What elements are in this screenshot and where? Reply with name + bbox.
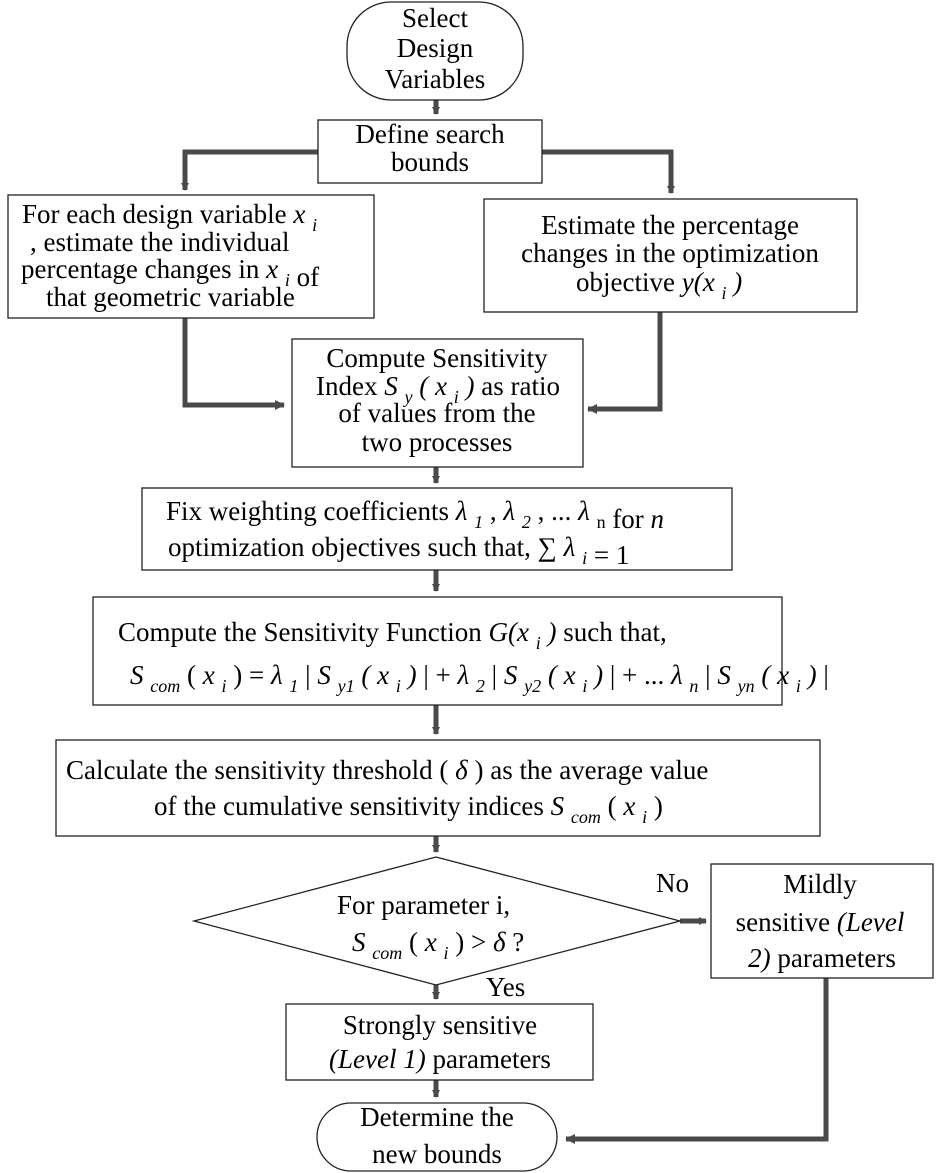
mildly-level-b: 2): [748, 943, 771, 973]
svg-text:For parameter i,: For parameter i,: [337, 890, 510, 920]
strongly-line-1: Strongly sensitive: [343, 1010, 537, 1040]
index-sub-y: y: [402, 387, 412, 407]
decision-line-2: S com ( x i ) > δ ?: [352, 927, 524, 965]
mildly-line-2: sensitive: [736, 907, 831, 937]
node-estimate-objective-changes: Estimate the percentage changes in the o…: [483, 198, 858, 313]
svg-text:2) parameters: 2) parameters: [748, 943, 896, 973]
objective-line-1: Estimate the percentage: [541, 210, 799, 240]
weights-line-1: Fix weighting coefficients: [166, 496, 449, 526]
individual-line3-i: i: [285, 270, 290, 290]
node-calculate-threshold: Calculate the sensitivity threshold ( δ …: [55, 739, 821, 837]
function-line-1: Compute the Sensitivity Function: [118, 617, 482, 647]
svg-text:of the cumulative sensitivity: of the cumulative sensitivity indices S …: [154, 791, 663, 829]
svg-text:Compute the Sensitivity Functi: Compute the Sensitivity Function G(x i )…: [118, 617, 667, 655]
svg-text:Compute Sensitivity: Compute Sensitivity: [326, 343, 548, 373]
arrow-objective-to-compute: [587, 312, 663, 414]
svg-text:of values from the: of values from the: [338, 398, 535, 428]
svg-text:Determine the: Determine the: [360, 1102, 514, 1132]
individual-line-3: percentage changes in: [21, 254, 260, 284]
individual-line-2: , estimate the individual: [30, 227, 289, 257]
objective-line-2: changes in the optimization: [521, 238, 819, 268]
mildly-line-3: parameters: [777, 943, 895, 973]
svg-text:Select: Select: [402, 3, 468, 33]
mildly-line-1: Mildly: [783, 869, 857, 899]
svg-text:Estimate the percentage: Estimate the percentage: [541, 210, 799, 240]
svg-text:(Level 1) parame: (Level 1) parameters: [329, 1044, 551, 1074]
node-select-design-variables: Select Design Variables: [346, 1, 524, 101]
connectors: [181, 100, 829, 1144]
define-line-1: Define search: [355, 119, 505, 149]
determine-line-1: Determine the: [360, 1102, 514, 1132]
svg-text:objective y(x: objective y(x i ): [576, 267, 742, 305]
svg-text:optimization objectives such t: optimization objectives such that, ∑ λ i…: [168, 532, 629, 570]
individual-line-1: For each design variable: [22, 199, 287, 229]
index-x: x: [434, 371, 447, 401]
strongly-line-2: parameters: [433, 1044, 551, 1074]
node-compute-sensitivity-function: Compute the Sensitivity Function G(x i )…: [92, 596, 829, 706]
threshold-line-2: of the cumulative sensitivity indices: [154, 791, 544, 821]
svg-text:For each design variable: For each design variable x i: [22, 199, 317, 235]
index-line-2-b: as ratio: [481, 371, 560, 401]
svg-text:Variables: Variables: [385, 64, 485, 94]
individual-line3-x: x: [265, 254, 278, 284]
svg-text:Index S y: Index S y ( x i ) as ratio: [316, 371, 560, 409]
node-define-search-bounds: Define search bounds: [317, 119, 543, 184]
node-strongly-sensitive: Strongly sensitive (Level 1) parameters: [285, 1003, 594, 1081]
index-line-1: Compute Sensitivity: [326, 343, 548, 373]
svg-text:changes in the optimization: changes in the optimization: [521, 238, 819, 268]
threshold-line-1-a: Calculate the sensitivity threshold (: [66, 755, 448, 785]
node-fix-weighting-coefficients: Fix weighting coefficients λ 1 , λ 2 , .…: [141, 487, 733, 571]
individual-line3-of: of: [297, 262, 320, 292]
svg-text:Mildly: Mildly: [783, 869, 857, 899]
define-line-2: bounds: [391, 147, 469, 177]
label-yes: Yes: [486, 972, 525, 1002]
node-mildly-sensitive: Mildly sensitive (Level 2) parameters: [710, 863, 934, 979]
objective-math-y: y(x: [679, 267, 715, 297]
node-compute-sensitivity-index: Compute Sensitivity Index S y ( x i ) as…: [291, 338, 584, 468]
svg-text:Fix weighting coefficients: Fix weighting coefficients λ 1 , λ 2 , .…: [166, 496, 664, 534]
select-line-2: Design: [397, 33, 474, 63]
arrow-define-to-objective: [542, 149, 675, 194]
objective-line-3: objective: [576, 267, 675, 297]
individual-var-i: i: [312, 215, 317, 235]
svg-text:percentage changes in: percentage changes in x i of: [21, 254, 319, 292]
label-no: No: [656, 868, 689, 898]
node-decision-parameter: For parameter i, S com ( x i ) > δ ?: [191, 856, 683, 986]
node-estimate-individual-changes: For each design variable x i , estimate …: [7, 194, 375, 319]
strongly-level: (Level 1): [329, 1044, 426, 1074]
mildly-level-a: (Level: [837, 907, 904, 937]
svg-text:Design: Design: [397, 33, 474, 63]
individual-var-x: x: [292, 199, 305, 229]
svg-text:Calculate the sensitivity thre: Calculate the sensitivity threshold ( δ …: [66, 755, 708, 785]
svg-text:Strongly sensitive: Strongly sensitive: [343, 1010, 537, 1040]
index-line-4: two processes: [362, 427, 513, 457]
weights-line-2: optimization objectives such that,: [168, 532, 531, 562]
index-line-3: of values from the: [338, 398, 535, 428]
individual-line-4: that geometric variable: [46, 282, 295, 312]
arrow-individual-to-compute: [182, 318, 285, 410]
index-line-2-a: Index: [316, 371, 378, 401]
objective-math-i: i: [721, 283, 726, 303]
arrow-define-to-individual: [181, 149, 318, 191]
node-determine-new-bounds: Determine the new bounds: [316, 1102, 558, 1172]
select-line-3: Variables: [385, 64, 485, 94]
svg-text:, estimate the individual: , estimate the individual: [30, 227, 289, 257]
arrow-mildly-to-determine: [565, 978, 829, 1144]
function-formula: S com ( x i ) = λ 1 | S y1 ( x i ) | + λ…: [130, 660, 829, 698]
svg-text:Define search: Define search: [355, 119, 505, 149]
select-line-1: Select: [402, 3, 468, 33]
svg-text:new bounds: new bounds: [372, 1139, 502, 1169]
index-sub-i: i: [454, 387, 459, 407]
svg-text:that geometric variable: that geometric variable: [46, 282, 295, 312]
determine-line-2: new bounds: [372, 1139, 502, 1169]
svg-text:sensitive (Level: sensitive (Level: [736, 907, 905, 937]
threshold-line-1-b: ) as the average value: [474, 755, 708, 785]
svg-text:bounds: bounds: [391, 147, 469, 177]
index-S: S: [384, 371, 398, 401]
svg-text:two processes: two processes: [362, 427, 513, 457]
decision-line-1: For parameter i,: [337, 890, 510, 920]
